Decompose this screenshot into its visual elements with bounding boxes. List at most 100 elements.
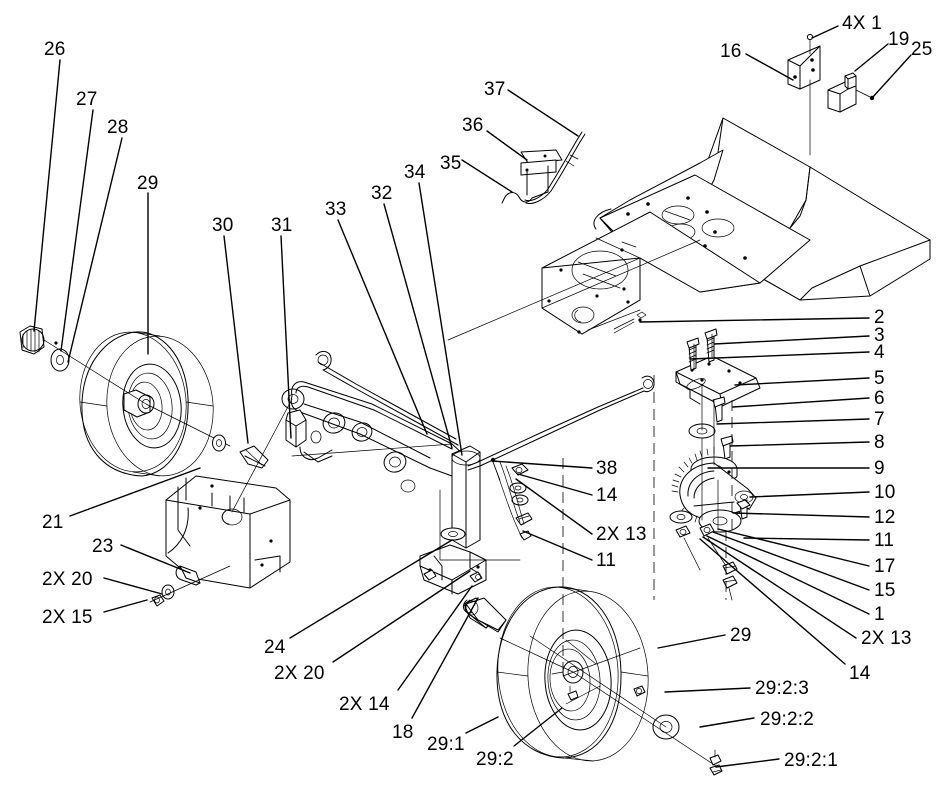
callout-label-30: 30 [212, 215, 234, 236]
leader-line-33 [337, 219, 428, 435]
callout-label-4x-1: 4X 1 [842, 13, 882, 34]
leader-line-3 [713, 335, 870, 345]
leader-line-4 [689, 351, 870, 360]
leader-line-25 [871, 54, 912, 99]
callout-label-3: 3 [874, 325, 885, 346]
leader-line-30 [223, 235, 249, 444]
callout-label-10: 10 [874, 482, 896, 503]
callout-label-29: 29 [137, 173, 159, 194]
leader-line-18 [411, 597, 479, 719]
leader-line-38 [491, 460, 593, 469]
left-shield-21 [149, 475, 291, 607]
callout-label-28: 28 [107, 117, 129, 138]
leader-line-37 [507, 89, 579, 137]
callout-label-11: 11 [596, 550, 617, 571]
callout-label-33: 33 [325, 199, 347, 220]
callout-label-29-1: 29:1 [427, 734, 465, 755]
callout-label-11: 11 [874, 530, 895, 551]
callout-label-19: 19 [888, 29, 910, 50]
leader-line-11 [743, 537, 870, 541]
leader-line-11 [522, 530, 593, 561]
leader-line-28 [67, 137, 123, 363]
leader-line-36 [486, 130, 528, 161]
callout-label-18: 18 [392, 722, 414, 743]
leader-line-31 [280, 235, 292, 439]
callout-label-21: 21 [42, 512, 64, 533]
callout-label-2x-20: 2X 20 [42, 569, 93, 590]
leader-line-26 [33, 59, 61, 332]
callout-label-31: 31 [271, 215, 293, 236]
leader-line-2x-20 [332, 570, 471, 663]
callout-label-9: 9 [874, 458, 885, 479]
leader-line-34 [418, 182, 463, 456]
callout-label-2x-20: 2X 20 [274, 663, 325, 684]
leader-line-19 [854, 43, 889, 72]
callout-label-17: 17 [874, 556, 896, 577]
leader-line-8 [729, 441, 870, 447]
leader-line-24 [289, 539, 453, 639]
callout-label-37: 37 [484, 79, 506, 100]
steering-gear-column [562, 328, 761, 677]
callout-label-29: 29 [730, 625, 752, 646]
callout-label-26: 26 [44, 39, 66, 60]
leader-line-29-2-2 [699, 717, 755, 728]
leader-line-5 [734, 377, 870, 386]
leader-line-29-2-1 [715, 758, 780, 768]
leader-line-21 [69, 467, 201, 517]
callout-label-2: 2 [874, 307, 885, 328]
leader-line-29 [657, 634, 726, 649]
callout-label-35: 35 [440, 153, 462, 174]
leader-line-1 [706, 535, 870, 615]
leader-line-12 [732, 512, 870, 518]
callout-label-27: 27 [76, 89, 98, 110]
long-link-rod [467, 375, 655, 471]
leader-lines [33, 25, 912, 768]
callout-label-15: 15 [874, 580, 896, 601]
leader-line-15 [712, 531, 870, 591]
callout-label-2x-15: 2X 15 [42, 607, 93, 628]
callout-label-29-2-2: 29:2:2 [760, 709, 815, 730]
callout-label-36: 36 [462, 115, 484, 136]
callout-label-5: 5 [874, 368, 885, 389]
leader-line-29-2-3 [664, 687, 751, 693]
leader-line-32 [383, 203, 453, 449]
leader-line-2 [639, 317, 870, 323]
callout-label-38: 38 [596, 458, 618, 479]
callout-label-12: 12 [874, 507, 896, 528]
callout-label-14: 14 [596, 485, 618, 506]
leader-line-2x-15 [103, 599, 148, 613]
leader-line-23 [120, 544, 191, 574]
callout-label-7: 7 [874, 409, 885, 430]
leader-line-14 [517, 473, 593, 496]
callout-label-29-2-3: 29:2:3 [755, 678, 810, 699]
callout-label-29-2: 29:2 [476, 749, 514, 770]
leader-line-7 [716, 418, 870, 425]
leader-line-29-2 [513, 707, 563, 747]
callout-label-8: 8 [874, 432, 885, 453]
callout-label-25: 25 [911, 39, 933, 60]
callout-label-32: 32 [371, 183, 393, 204]
leader-line-35 [461, 159, 513, 193]
callout-label-2x-13: 2X 13 [861, 628, 912, 649]
callout-label-34: 34 [404, 162, 426, 183]
frame-deck-assembly [447, 117, 931, 341]
callout-label-29-2-1: 29:2:1 [784, 750, 839, 771]
leader-line-10 [749, 491, 870, 498]
leader-line-27 [60, 109, 94, 352]
leader-line-2x-13 [702, 536, 857, 639]
callout-label-1: 1 [874, 604, 885, 625]
callout-label-16: 16 [720, 41, 742, 62]
left-wheel-assembly [19, 325, 269, 477]
callout-label-23: 23 [92, 536, 114, 557]
leader-line-14 [699, 538, 846, 665]
callout-label-14: 14 [849, 663, 871, 684]
callout-label-2x-14: 2X 14 [339, 694, 390, 715]
leader-line-6 [732, 397, 870, 408]
leader-line-29-1 [465, 716, 499, 734]
callout-label-4: 4 [874, 342, 885, 363]
leader-line-2x-20 [103, 577, 163, 595]
switch-bracket-group [787, 33, 875, 156]
bracket-rod-group [501, 131, 586, 204]
